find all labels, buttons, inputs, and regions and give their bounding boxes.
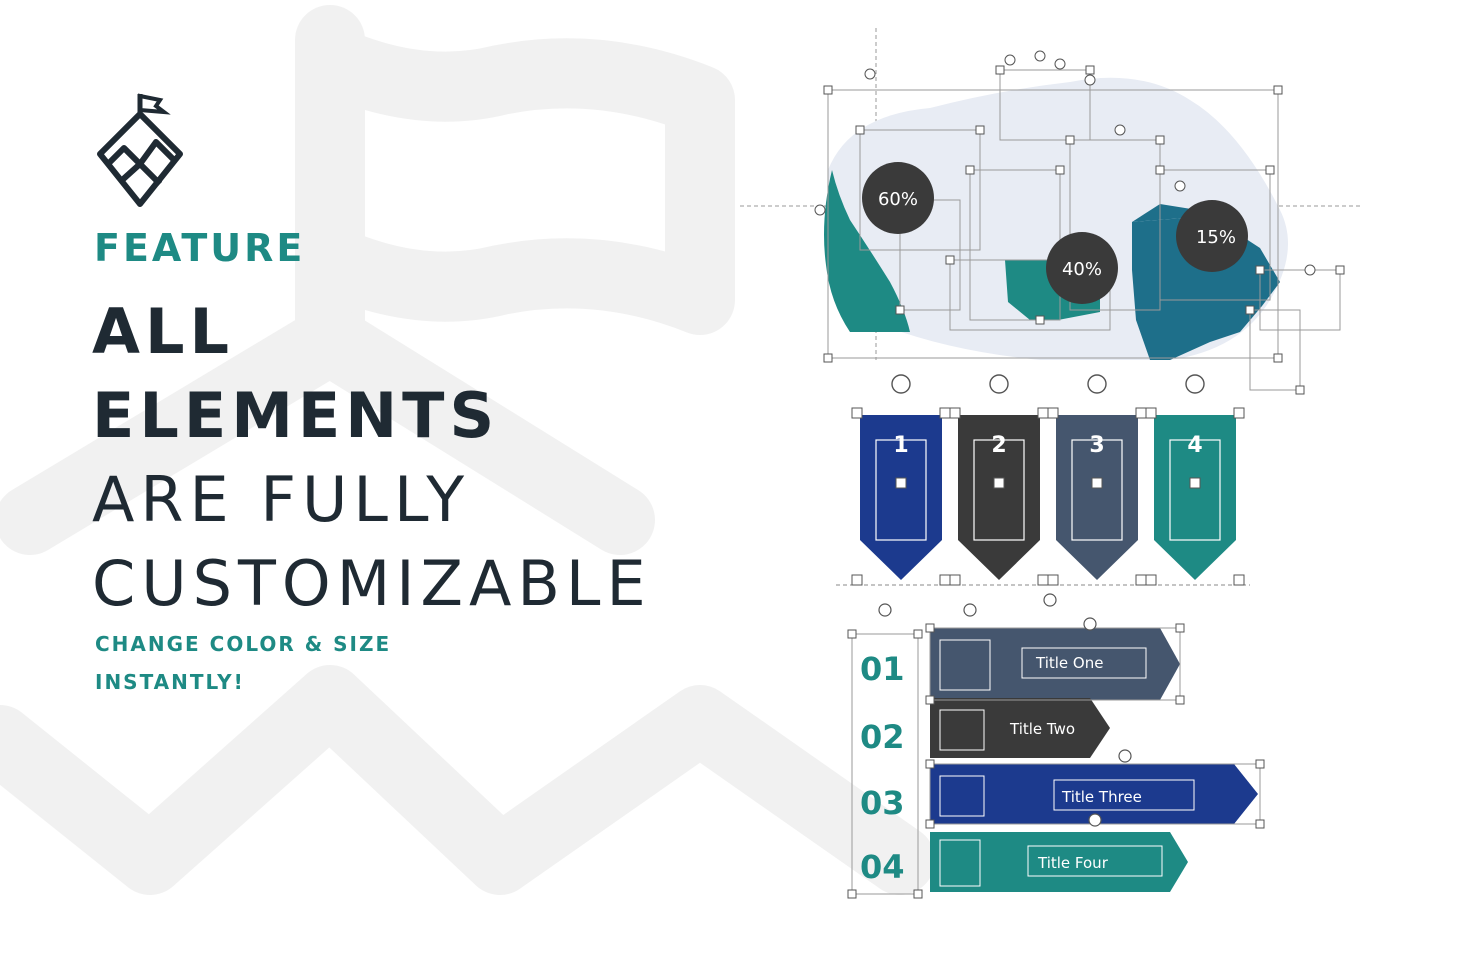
list-item-number: 04 <box>860 848 905 886</box>
subtitle-line-1: CHANGE COLOR & SIZE <box>95 632 392 656</box>
banner-number-2: 2 <box>991 433 1006 458</box>
list-item-title: Title One <box>1035 654 1103 672</box>
headline-line-2: ELEMENTS <box>92 379 500 452</box>
banner-number-1: 1 <box>893 433 908 458</box>
banner-2[interactable]: 2 <box>958 415 1040 580</box>
banner-4[interactable]: 4 <box>1154 415 1236 580</box>
subtitle-line-2: INSTANTLY! <box>95 670 245 694</box>
banner-row: 1 2 3 4 <box>836 374 1250 586</box>
map-stat-1: 60% <box>878 189 918 210</box>
editable-slides-mockup: 60% 40% 15% 1 2 3 4 <box>740 28 1360 899</box>
headline-line-1: ALL <box>92 295 234 368</box>
list-item[interactable]: Title Three 03 <box>860 764 1258 824</box>
banner-number-4: 4 <box>1187 433 1202 458</box>
subtitle: CHANGE COLOR & SIZE INSTANTLY! <box>95 625 391 701</box>
map-stat-3: 15% <box>1196 227 1236 248</box>
list-item[interactable]: Title One 01 <box>860 628 1180 700</box>
banner-3[interactable]: 3 <box>1056 415 1138 580</box>
list-item-title: Title Three <box>1061 788 1142 806</box>
list-item-number: 03 <box>860 784 905 822</box>
headline-line-3: ARE FULLY <box>92 463 471 536</box>
feature-eyebrow: FEATURE <box>94 226 306 270</box>
list-item-title: Title Two <box>1009 720 1075 738</box>
banner-number-3: 3 <box>1089 433 1104 458</box>
list-item-title: Title Four <box>1037 854 1109 872</box>
numbered-list: Title One 01 Title Two 02 Title Three 03… <box>847 593 1265 899</box>
logo-icon <box>97 93 183 207</box>
list-item-number: 02 <box>860 718 905 756</box>
list-item-number: 01 <box>860 650 905 688</box>
banner-1[interactable]: 1 <box>860 415 942 580</box>
headline: ALL ELEMENTS ARE FULLY CUSTOMIZABLE <box>92 290 652 626</box>
canada-map: 60% 40% 15% <box>740 28 1360 395</box>
map-stat-2: 40% <box>1062 259 1102 280</box>
headline-line-4: CUSTOMIZABLE <box>92 547 652 620</box>
list-item[interactable]: Title Two 02 <box>860 698 1110 758</box>
list-item[interactable]: Title Four 04 <box>860 832 1188 892</box>
